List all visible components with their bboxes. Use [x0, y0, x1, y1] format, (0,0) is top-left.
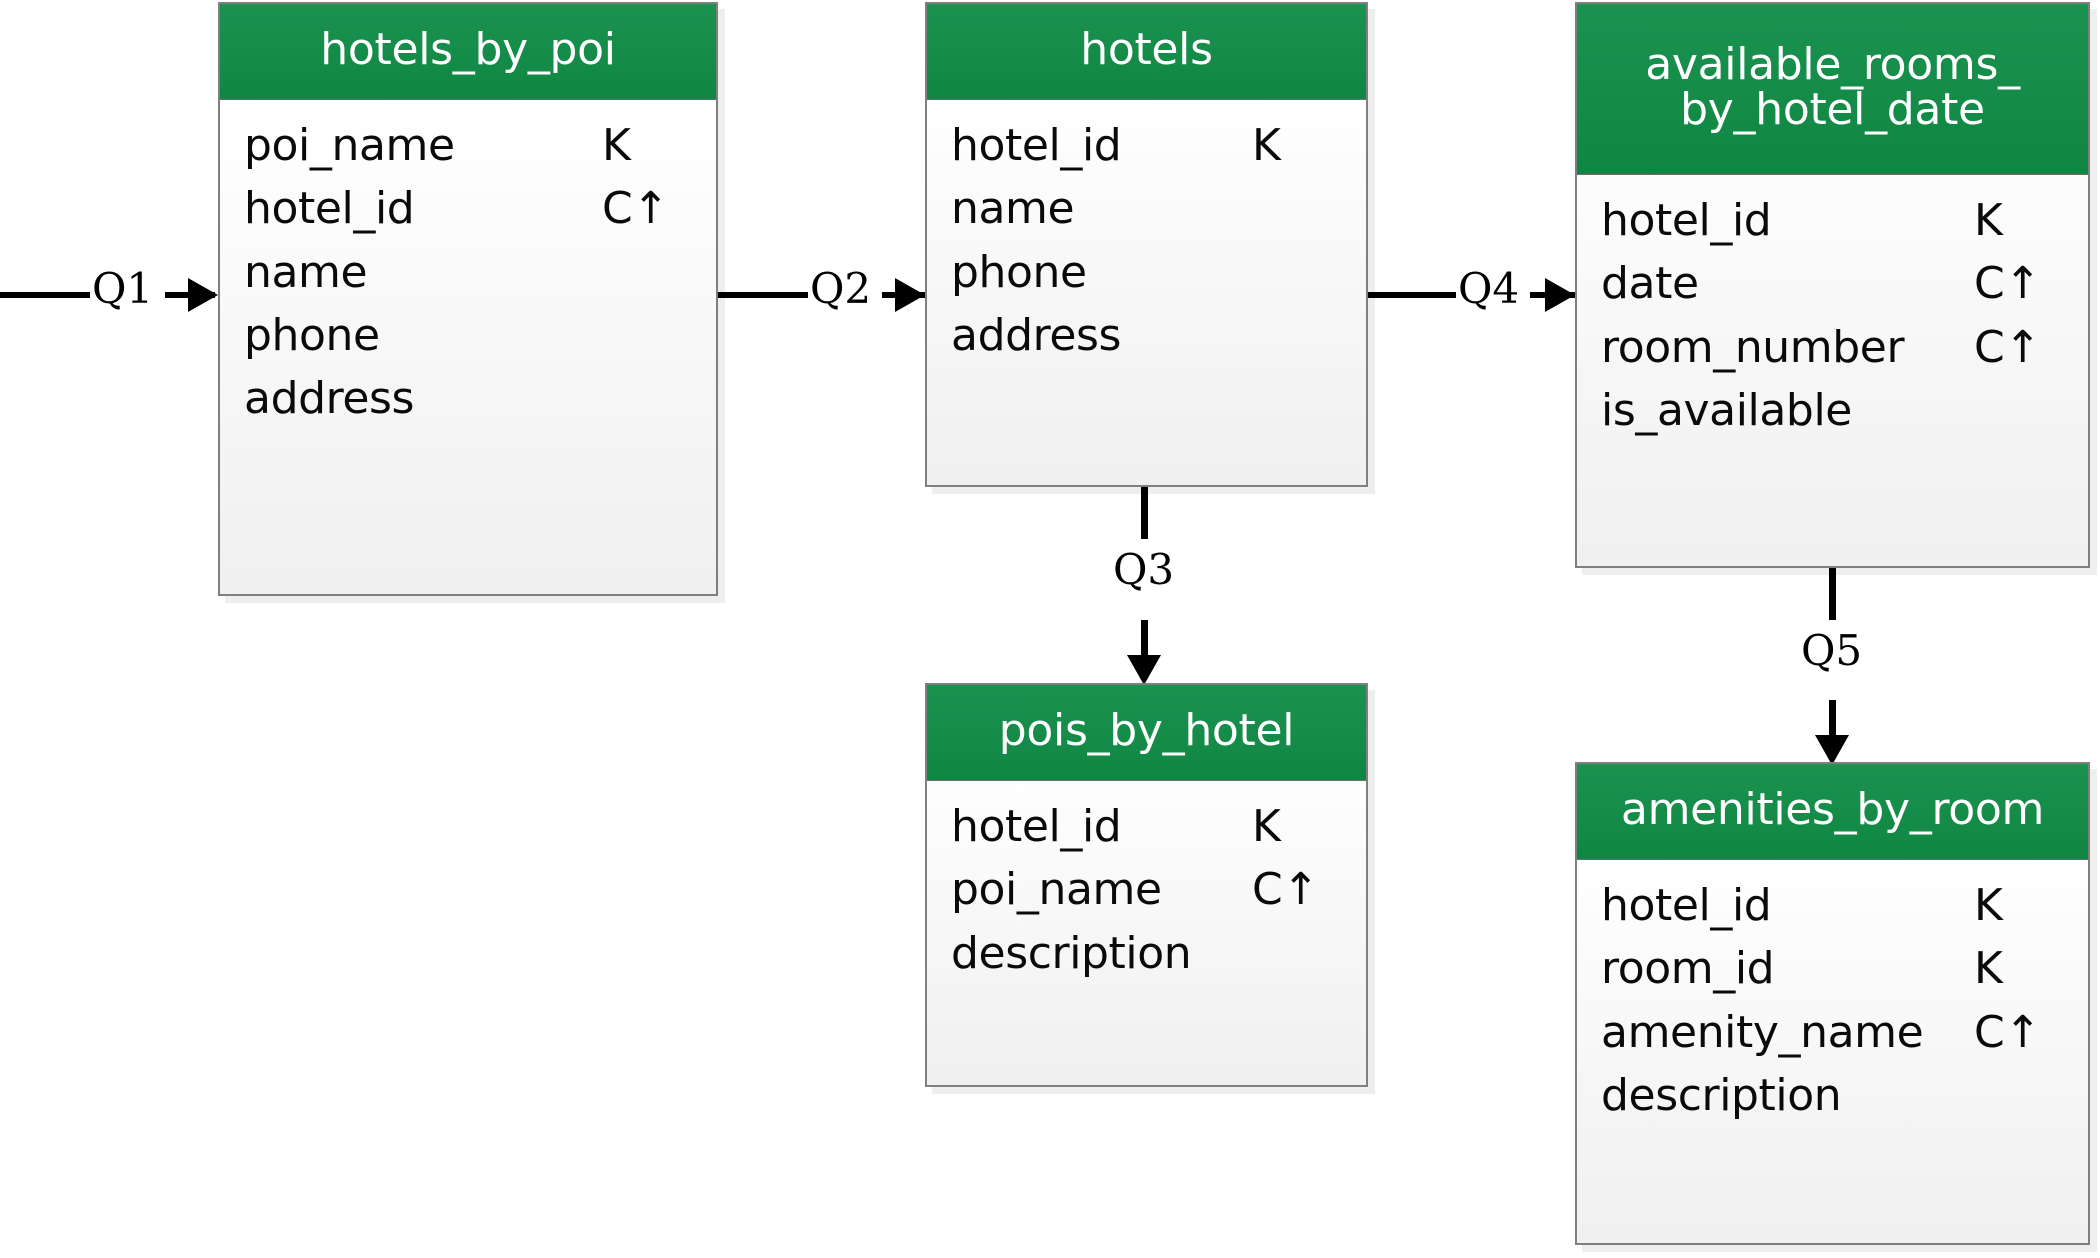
table-row: hotel_id C↑ — [244, 177, 698, 240]
table-row: address — [951, 304, 1348, 367]
q5-line-bottom — [1829, 700, 1836, 748]
column-name: hotel_id — [951, 120, 1122, 171]
column-name: room_id — [1601, 943, 1775, 995]
table-row: date C↑ — [1601, 252, 2070, 315]
table-row: room_id K — [1601, 937, 2070, 1000]
column-name: name — [244, 246, 368, 298]
table-row: phone — [244, 304, 698, 367]
table-row: description — [951, 922, 1348, 985]
table-row: hotel_id K — [1601, 189, 2070, 252]
column-name: phone — [244, 310, 380, 362]
column-key: K — [1252, 801, 1281, 852]
table-pois-by-hotel[interactable]: pois_by_hotel hotel_id K poi_name C↑ des… — [925, 683, 1368, 1087]
table-body-hotels: hotel_id K name phone address — [927, 100, 1366, 381]
table-row: description — [1601, 1064, 2070, 1127]
table-row: poi_name K — [244, 114, 698, 177]
column-name: hotel_id — [951, 801, 1122, 852]
table-amenities-by-room[interactable]: amenities_by_room hotel_id K room_id K a… — [1575, 762, 2090, 1245]
q1-line-left — [0, 292, 90, 298]
column-name: date — [1601, 258, 1699, 310]
table-title-available-rooms-by-hotel-date: available_rooms_ by_hotel_date — [1577, 4, 2088, 175]
table-title-hotels-by-poi: hotels_by_poi — [220, 4, 716, 100]
q5-line-top — [1829, 568, 1836, 620]
q5-arrowhead-icon — [1815, 735, 1849, 765]
table-body-amenities-by-room: hotel_id K room_id K amenity_name C↑ des… — [1577, 860, 2088, 1141]
table-row: poi_name C↑ — [951, 858, 1348, 921]
q3-line-bottom — [1141, 620, 1148, 668]
column-key: K — [1974, 943, 2003, 995]
table-title-hotels: hotels — [927, 4, 1366, 100]
table-row: hotel_id K — [951, 114, 1348, 177]
table-row: phone — [951, 241, 1348, 304]
column-key: C↑ — [1252, 864, 1319, 916]
q2-label: Q2 — [810, 264, 872, 313]
table-available-rooms-by-hotel-date[interactable]: available_rooms_ by_hotel_date hotel_id … — [1575, 2, 2090, 568]
column-name: is_available — [1601, 385, 1852, 437]
column-name: description — [951, 927, 1192, 979]
column-name: name — [951, 183, 1075, 235]
column-name: phone — [951, 246, 1087, 298]
q1-label: Q1 — [92, 264, 154, 313]
table-title-amenities-by-room: amenities_by_room — [1577, 764, 2088, 860]
column-key: K — [1974, 195, 2003, 246]
column-key: K — [1974, 880, 2003, 931]
column-name: description — [1601, 1070, 1842, 1122]
q3-label: Q3 — [1113, 545, 1175, 594]
column-name: poi_name — [244, 120, 455, 171]
table-row: hotel_id K — [951, 795, 1348, 858]
column-key: C↑ — [602, 183, 669, 235]
column-name: room_number — [1601, 321, 1905, 373]
q3-line-top — [1141, 487, 1148, 539]
table-row: is_available — [1601, 379, 2070, 442]
table-body-pois-by-hotel: hotel_id K poi_name C↑ description — [927, 781, 1366, 999]
table-row: hotel_id K — [1601, 874, 2070, 937]
q4-arrowhead-icon — [1545, 278, 1575, 312]
q3-arrowhead-icon — [1127, 655, 1161, 685]
column-name: hotel_id — [1601, 195, 1772, 246]
table-hotels[interactable]: hotels hotel_id K name phone address — [925, 2, 1368, 487]
column-name: address — [244, 373, 415, 425]
column-key: K — [602, 120, 631, 171]
column-name: address — [951, 310, 1122, 362]
q1-arrowhead-icon — [188, 278, 218, 312]
column-name: hotel_id — [1601, 880, 1772, 931]
table-row: name — [244, 241, 698, 304]
q2-line-left — [718, 292, 808, 298]
table-row: room_number C↑ — [1601, 316, 2070, 379]
column-key: C↑ — [1974, 258, 2041, 310]
table-title-pois-by-hotel: pois_by_hotel — [927, 685, 1366, 781]
table-hotels-by-poi[interactable]: hotels_by_poi poi_name K hotel_id C↑ nam… — [218, 2, 718, 596]
table-row: name — [951, 177, 1348, 240]
table-row: amenity_name C↑ — [1601, 1001, 2070, 1064]
column-name: amenity_name — [1601, 1006, 1924, 1058]
q2-arrowhead-icon — [895, 278, 925, 312]
column-name: poi_name — [951, 864, 1162, 916]
column-key: C↑ — [1974, 1006, 2041, 1058]
column-name: hotel_id — [244, 183, 415, 235]
table-body-hotels-by-poi: poi_name K hotel_id C↑ name phone addres… — [220, 100, 716, 445]
q4-line-left — [1368, 292, 1456, 298]
table-body-available-rooms-by-hotel-date: hotel_id K date C↑ room_number C↑ is_ava… — [1577, 175, 2088, 456]
q4-label: Q4 — [1458, 264, 1520, 313]
q5-label: Q5 — [1801, 626, 1863, 675]
column-key: K — [1252, 120, 1281, 171]
column-key: C↑ — [1974, 321, 2041, 373]
table-row: address — [244, 367, 698, 430]
